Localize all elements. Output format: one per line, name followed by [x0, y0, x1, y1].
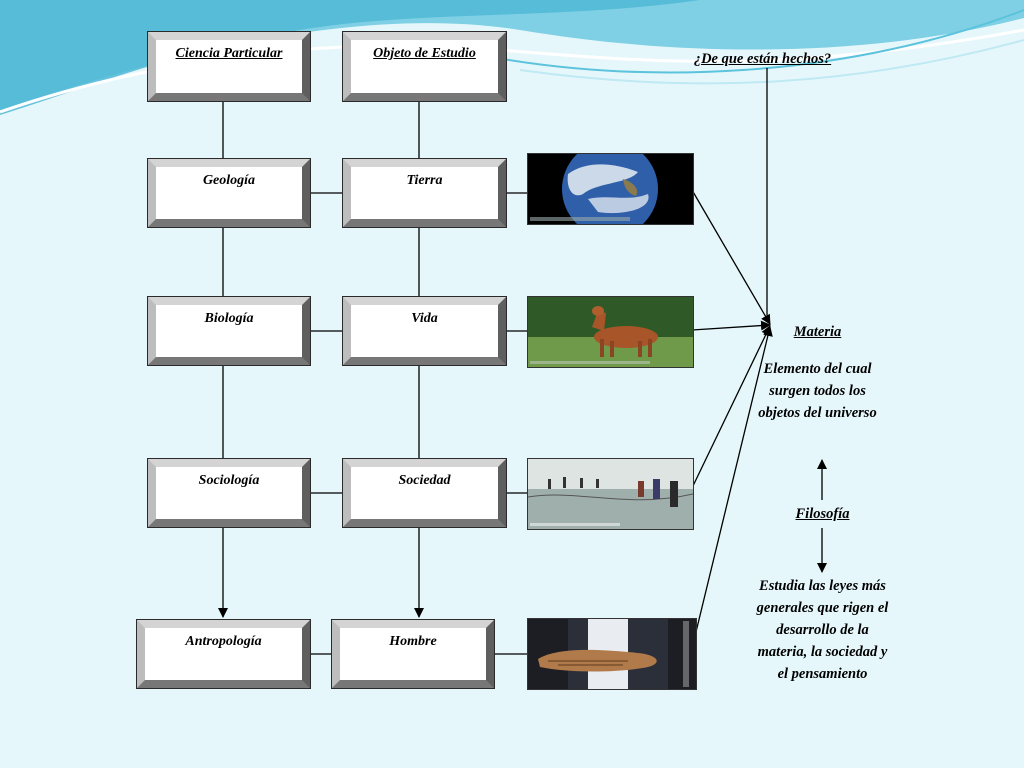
- box-sociedad: Sociedad: [342, 458, 507, 528]
- box-vida: Vida: [342, 296, 507, 366]
- box-sociologia: Sociología: [147, 458, 311, 528]
- header-objeto-label: Objeto de Estudio: [373, 46, 476, 61]
- box-antropologia: Antropología: [136, 619, 311, 689]
- deer-photo: [527, 296, 694, 368]
- question-text: ¿De que están hechos?: [693, 51, 832, 67]
- header-ciencia-label: Ciencia Particular: [175, 46, 283, 61]
- header-ciencia-particular: Ciencia Particular: [147, 31, 311, 102]
- objeto-label: Sociedad: [398, 473, 451, 488]
- materia-description: Elemento del cual surgen todos los objet…: [758, 361, 877, 421]
- box-biologia: Biología: [147, 296, 311, 366]
- objeto-label: Hombre: [389, 634, 437, 649]
- objeto-label: Vida: [411, 311, 438, 326]
- box-geologia: Geología: [147, 158, 311, 228]
- header-objeto-estudio: Objeto de Estudio: [342, 31, 507, 102]
- mummy-photo: [527, 618, 697, 690]
- ciencia-label: Antropología: [185, 634, 262, 649]
- materia-title: Materia: [793, 324, 842, 340]
- fishermen-photo: [527, 458, 694, 530]
- box-hombre: Hombre: [331, 619, 495, 689]
- ciencia-label: Biología: [204, 311, 254, 326]
- filosofia-description: Estudia las leyes más generales que rige…: [756, 578, 889, 682]
- ciencia-label: Geología: [202, 173, 256, 188]
- ciencia-label: Sociología: [198, 473, 260, 488]
- earth-photo: [527, 153, 694, 225]
- filosofia-title: Filosofía: [795, 506, 850, 522]
- box-tierra: Tierra: [342, 158, 507, 228]
- objeto-label: Tierra: [406, 173, 443, 188]
